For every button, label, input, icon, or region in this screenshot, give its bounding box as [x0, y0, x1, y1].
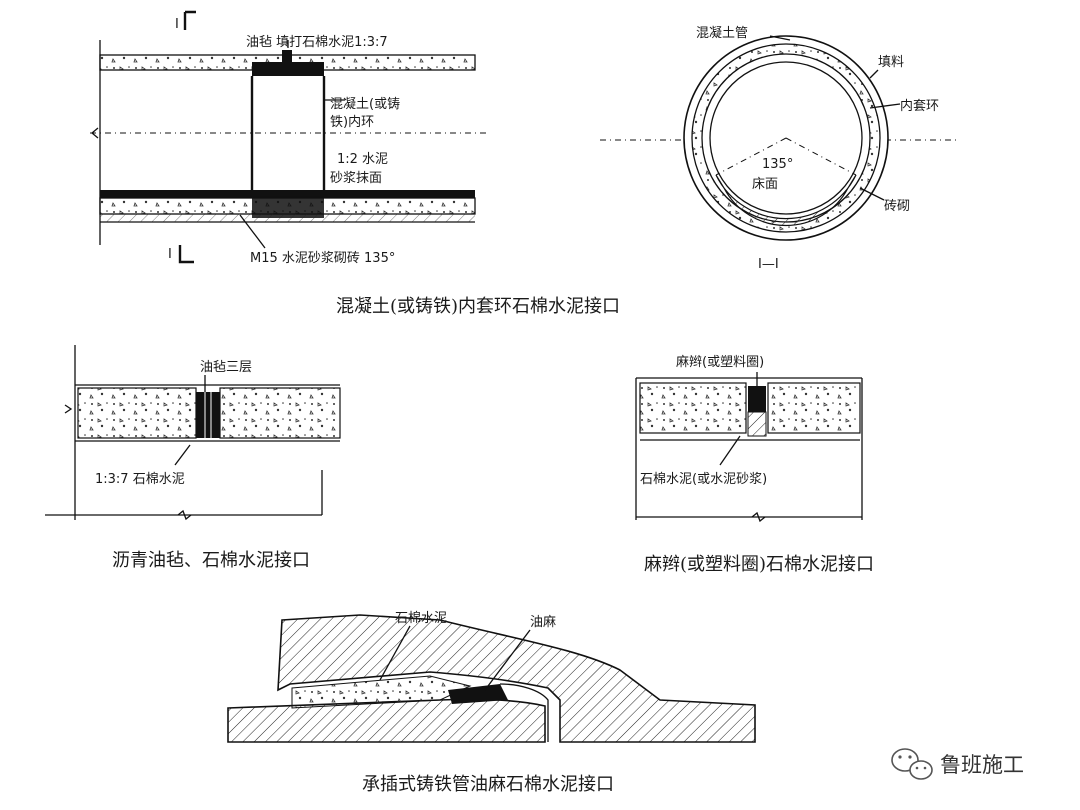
fig3-label-top: 油毡三层	[200, 360, 252, 375]
fig1-longitudinal-section: I I 油毡 填打石棉水泥1:3:7 混凝土(或铸 铁)内环 1:2 水泥 砂浆…	[90, 10, 620, 317]
watermark: 鲁班施工	[891, 748, 1024, 780]
fig1-label-bottom: M15 水泥砂浆砌砖 135°	[250, 251, 395, 266]
fig4-right-pipe	[767, 382, 861, 434]
fig1-section-mark-bottom: I	[168, 247, 172, 262]
fig1-mortar-finish	[100, 190, 475, 198]
fig2-label-brick: 砖砌	[884, 199, 910, 214]
fig1-caption: 混凝土(或铸铁)内套环石棉水泥接口	[336, 296, 620, 317]
fig1-label-mortar-1: 1:2 水泥	[337, 152, 388, 167]
fig5-label-asbestos: 石棉水泥	[395, 611, 447, 626]
fig2-label-pipe: 混凝土管	[696, 25, 748, 41]
fig2-cross-section: 混凝土管 填料 内套环 135° 床面 砖砌 I—I	[600, 25, 960, 272]
fig4-label-top: 麻辫(或塑料圈)	[676, 355, 764, 370]
fig2-label-fill: 填料	[878, 55, 904, 70]
fig4-asbestos-fill	[747, 411, 767, 437]
fig1-bottom-joint	[252, 196, 324, 218]
fig4-caption: 麻辫(或塑料圈)石棉水泥接口	[644, 554, 874, 575]
fig4-hemp-joint: 麻辫(或塑料圈) 石棉水泥(或水泥砂浆) 麻辫(或塑料圈)石棉水泥接口	[635, 355, 874, 575]
fig1-top-joint-caulk	[282, 50, 292, 70]
fig2-section-label: I—I	[758, 257, 779, 272]
fig4-left-pipe	[639, 382, 747, 434]
fig3-felt-joint: 油毡三层 1:3:7 石棉水泥 沥青油毡、石棉水泥接口	[45, 345, 341, 571]
fig5-label-hemp: 油麻	[530, 615, 556, 630]
fig2-label-bed: 床面	[752, 177, 778, 192]
fig3-caption: 沥青油毡、石棉水泥接口	[112, 550, 310, 571]
fig5-bell-spigot-joint: 石棉水泥 油麻 承插式铸铁管油麻石棉水泥接口	[227, 611, 756, 795]
fig5-bell-socket	[277, 614, 756, 743]
fig1-label-top: 油毡 填打石棉水泥1:3:7	[246, 35, 388, 50]
fig2-label-ring: 内套环	[900, 98, 939, 114]
fig5-caption: 承插式铸铁管油麻石棉水泥接口	[362, 774, 614, 795]
fig1-label-inner-ring-2: 铁)内环	[330, 114, 374, 130]
fig5-spigot-pipe	[227, 698, 546, 743]
wechat-icon	[891, 748, 933, 780]
fig1-label-inner-ring-1: 混凝土(或铸	[330, 96, 400, 112]
fig5-oakum	[448, 684, 508, 704]
fig4-hemp-rope	[748, 386, 766, 412]
fig2-label-angle: 135°	[762, 157, 793, 172]
watermark-text: 鲁班施工	[940, 753, 1024, 777]
fig1-label-mortar-2: 砂浆抹面	[330, 171, 382, 186]
fig3-felt-layers	[196, 392, 220, 438]
fig1-section-mark-top: I	[175, 17, 179, 32]
fig3-label-bottom: 1:3:7 石棉水泥	[95, 472, 185, 487]
fig3-right-pipe	[219, 387, 341, 439]
fig3-left-pipe	[77, 387, 197, 439]
fig4-label-bottom: 石棉水泥(或水泥砂浆)	[640, 472, 767, 487]
